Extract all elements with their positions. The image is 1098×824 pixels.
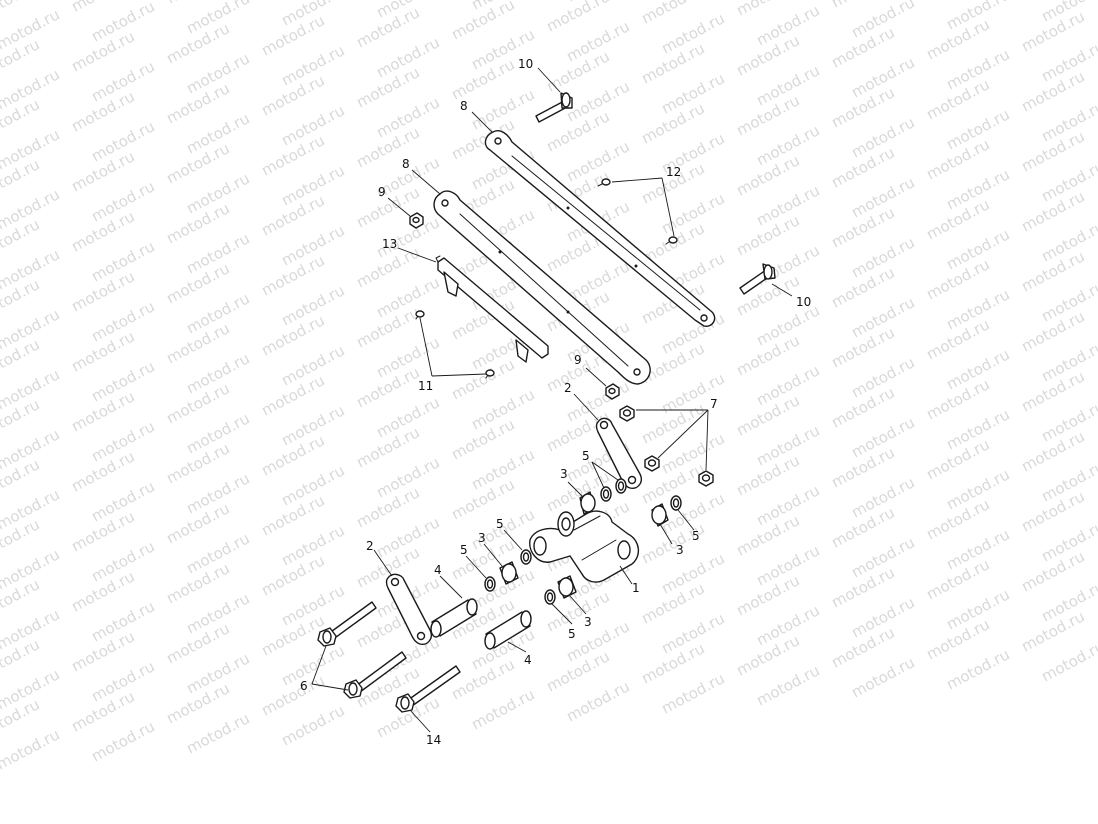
- washer-5-d: [520, 549, 532, 565]
- watermark-text: motod.ru: [658, 669, 727, 717]
- washer-5-e: [484, 576, 496, 592]
- callout-6: 6: [300, 679, 308, 693]
- callout-13: 13: [382, 237, 397, 251]
- callout-10-right: 10: [796, 295, 811, 309]
- rocker-arm-1: [529, 510, 639, 583]
- callout-3-right: 3: [676, 543, 684, 557]
- watermark-text: motod.ru: [848, 653, 917, 701]
- bolt-10-right: [739, 263, 776, 295]
- sleeve-4-lower: [484, 610, 532, 650]
- callout-12: 12: [666, 165, 681, 179]
- callout-2-lower: 2: [366, 539, 374, 553]
- washer-5-a: [600, 486, 612, 502]
- callout-labels: 10 8 12 10 9 8 13 11 9 2 7 5 3 3 5 1 5 3…: [300, 57, 811, 747]
- callout-9-lower: 9: [574, 353, 582, 367]
- callout-10-upper: 10: [518, 57, 533, 71]
- callout-2-upper: 2: [564, 381, 572, 395]
- bracket-13: [435, 255, 549, 363]
- dogbone-link-2-upper: [595, 417, 642, 489]
- callout-9-upper: 9: [378, 185, 386, 199]
- watermark-text: motod.ru: [753, 661, 822, 709]
- washer-5-b: [615, 478, 627, 494]
- screw-11-lower: [485, 369, 495, 379]
- watermark-text: motod.ru: [563, 677, 632, 725]
- bolt-14: [395, 665, 461, 713]
- nut-9-upper: [409, 212, 424, 229]
- callout-3-lower: 3: [584, 615, 592, 629]
- callout-11: 11: [418, 379, 433, 393]
- bushing-3-b: [651, 503, 669, 527]
- washer-5-c: [670, 495, 682, 511]
- link-rod-8-left: [433, 190, 651, 385]
- callout-5-lower: 5: [568, 627, 576, 641]
- callout-8-left: 8: [402, 157, 410, 171]
- dogbone-link-2-lower: [385, 573, 432, 645]
- watermark-text: motod.ru: [0, 725, 63, 773]
- nut-7-top: [619, 405, 635, 422]
- bolt-6-upper: [317, 601, 377, 647]
- callout-7: 7: [710, 397, 718, 411]
- callout-3-upper: 3: [560, 467, 568, 481]
- callout-14: 14: [426, 733, 441, 747]
- watermark-text: motod.ru: [468, 685, 537, 733]
- callout-5-upper: 5: [582, 449, 590, 463]
- washer-5-f: [544, 589, 556, 605]
- watermark-text: motod.ru: [278, 701, 347, 749]
- callout-5-mid: 5: [496, 517, 504, 531]
- callout-4-lower: 4: [524, 653, 532, 667]
- nut-9-lower: [605, 383, 620, 400]
- nut-7-right: [698, 470, 714, 487]
- callout-5-right: 5: [692, 529, 700, 543]
- watermark-text: motod.ru: [183, 709, 252, 757]
- screw-12-upper: [597, 178, 611, 187]
- bushing-3-c: [499, 561, 519, 585]
- sleeve-4-upper: [430, 598, 478, 638]
- link-rod-8-right: [484, 130, 716, 327]
- watermark-text: motod.ru: [943, 645, 1012, 693]
- leader-lines: [311, 67, 793, 733]
- screw-11-upper: [415, 310, 425, 320]
- nut-7-middle: [644, 455, 660, 472]
- callout-5-left: 5: [460, 543, 468, 557]
- bushing-3-a: [579, 491, 596, 515]
- callout-3-mid: 3: [478, 531, 486, 545]
- screw-12-lower: [665, 236, 678, 245]
- watermark-text: motod.ru: [88, 717, 157, 765]
- callout-4-upper: 4: [434, 563, 442, 577]
- bolt-6-lower: [343, 651, 407, 699]
- callout-8-right: 8: [460, 99, 468, 113]
- bushing-3-d: [557, 575, 577, 599]
- bolt-10-upper: [535, 92, 573, 123]
- callout-1: 1: [632, 581, 640, 595]
